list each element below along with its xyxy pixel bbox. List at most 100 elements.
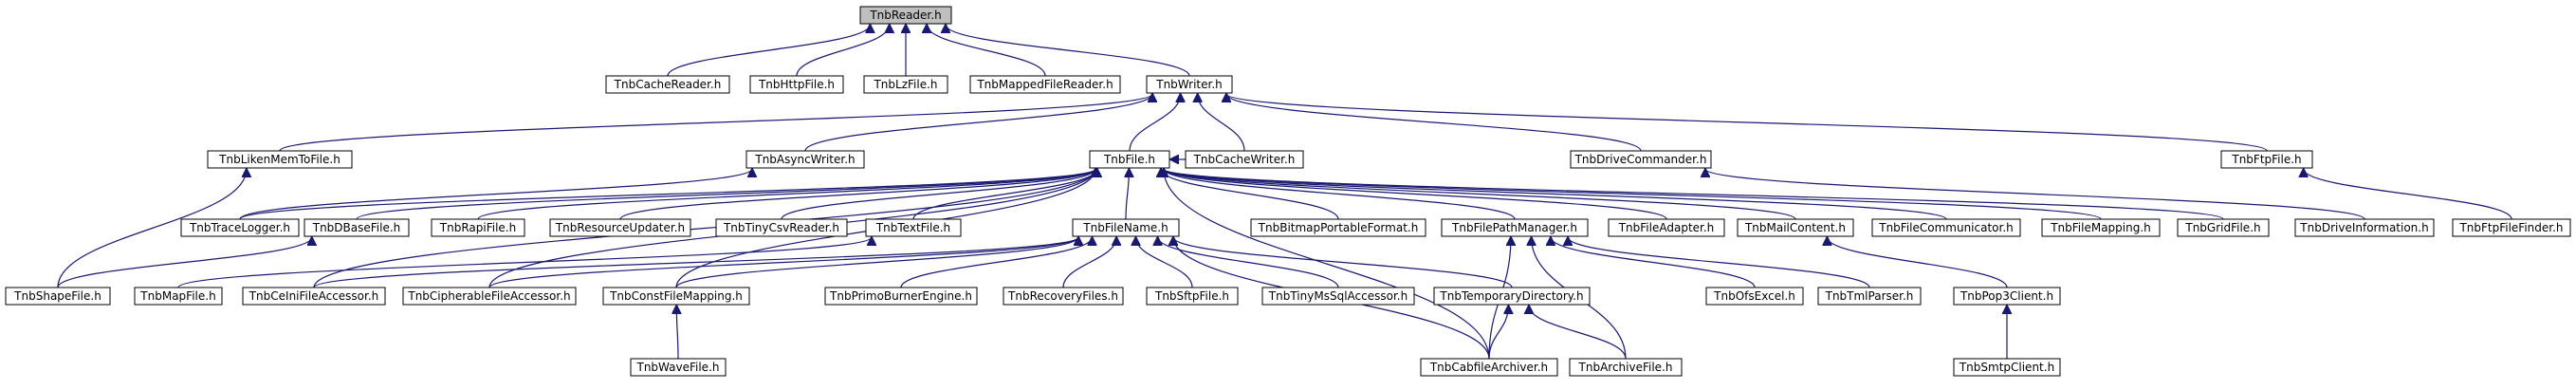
node-label: TnbTraceLogger.h [189,221,290,234]
node-tnb-tiny-ms-sql-accessor[interactable]: TnbTinyMsSqlAccessor.h [1261,287,1415,306]
node-tnb-cipherable-file-accessor[interactable]: TnbCipherableFileAccessor.h [402,287,577,306]
node-tnb-lz-file[interactable]: TnbLzFile.h [863,75,948,94]
node-label: TnbDBaseFile.h [312,221,401,234]
node-tnb-archive-file[interactable]: TnbArchiveFile.h [1569,358,1683,377]
dependency-edge [1126,169,1129,220]
dependency-edge [946,25,1190,77]
node-tnb-file-name[interactable]: TnbFileName.h [1072,218,1180,237]
node-tnb-liken-mem-to-file[interactable]: TnbLikenMemToFile.h [207,150,353,169]
node-tnb-recovery-files[interactable]: TnbRecoveryFiles.h [1003,287,1124,306]
edge-layer [57,25,2512,360]
node-label: TnbTinyMsSqlAccessor.h [1268,289,1408,303]
node-label: TnbLzFile.h [873,78,937,91]
node-tnb-resource-updater[interactable]: TnbResourceUpdater.h [549,218,691,237]
node-label: TnbTmlParser.h [1825,289,1914,303]
node-tnb-drive-commander[interactable]: TnbDriveCommander.h [1570,150,1712,169]
node-label: TnbDriveCommander.h [1574,153,1707,166]
node-tnb-mapped-file-reader[interactable]: TnbMappedFileReader.h [969,75,1121,94]
node-label: TnbCabfileArchiver.h [1429,361,1548,374]
node-tnb-tml-parser[interactable]: TnbTmlParser.h [1817,287,1922,306]
node-label: TnbDriveInformation.h [2299,221,2428,234]
node-tnb-tiny-csv-reader[interactable]: TnbTinyCsvReader.h [715,218,848,237]
dependency-edge [675,237,1078,288]
node-tnb-file[interactable]: TnbFile.h [1089,150,1170,169]
node-tnb-cabfile-archiver[interactable]: TnbCabfileArchiver.h [1420,358,1558,377]
node-label: TnbFilePathManager.h [1451,221,1577,234]
node-tnb-cache-writer[interactable]: TnbCacheWriter.h [1185,150,1304,169]
dependency-edge [1164,169,1516,220]
node-label: TnbArchiveFile.h [1578,361,1673,374]
node-tnb-trace-logger[interactable]: TnbTraceLogger.h [180,218,300,237]
dependency-edge [1136,237,1193,288]
node-tnb-drive-information[interactable]: TnbDriveInformation.h [2294,218,2435,237]
node-label: TnbWaveFile.h [636,361,720,374]
node-label: TnbMapFile.h [139,289,215,303]
node-label: TnbWriter.h [1155,78,1223,91]
dependency-edge [239,169,1095,220]
node-tnb-pop3-client[interactable]: TnbPop3Client.h [1953,287,2061,306]
node-label: TnbGridFile.h [2184,221,2260,234]
node-tnb-file-mapping[interactable]: TnbFileMapping.h [2041,218,2161,237]
dependency-edge [667,25,870,77]
node-label: TnbCeIniFileAccessor.h [248,289,379,303]
node-tnb-ofs-excel[interactable]: TnbOfsExcel.h [1705,287,1804,306]
node-tnb-text-file[interactable]: TnbTextFile.h [865,218,962,237]
node-label: TnbTextFile.h [875,221,950,234]
node-label: TnbMappedFileReader.h [976,78,1113,91]
node-label: TnbCacheReader.h [614,78,722,91]
dependency-edge [2304,169,2512,220]
node-label: TnbRecoveryFiles.h [1007,289,1118,303]
node-tnb-rapi-file[interactable]: TnbRapiFile.h [431,218,525,237]
dependency-edge [239,169,752,220]
node-tnb-primo-burner-engine[interactable]: TnbPrimoBurnerEngine.h [824,287,978,306]
node-label: TnbTemporaryDirectory.h [1439,289,1583,303]
dependency-edge [57,169,247,288]
node-label: TnbOfsExcel.h [1713,289,1795,303]
node-tnb-http-file[interactable]: TnbHttpFile.h [749,75,844,94]
dependency-edge [356,169,1095,220]
node-tnb-smtp-client[interactable]: TnbSmtpClient.h [1953,358,2061,377]
node-tnb-mail-content[interactable]: TnbMailContent.h [1737,218,1854,237]
node-tnb-temporary-directory[interactable]: TnbTemporaryDirectory.h [1433,287,1591,306]
node-tnb-grid-file[interactable]: TnbGridFile.h [2177,218,2270,237]
node-label: TnbMailContent.h [1744,221,1846,234]
dependency-edge [1129,94,1181,152]
node-tnb-sftp-file[interactable]: TnbSftpFile.h [1146,287,1239,306]
node-tnb-file-adapter[interactable]: TnbFileAdapter.h [1608,218,1725,237]
dependency-edge [477,169,1095,220]
dependency-edge [676,306,678,360]
node-label: TnbPrimoBurnerEngine.h [829,289,972,303]
dependency-edge [1568,237,1870,288]
node-label: TnbHttpFile.h [758,78,835,91]
node-tnb-map-file[interactable]: TnbMapFile.h [134,287,223,306]
node-label: TnbSftpFile.h [1154,289,1229,303]
dependency-edge [1164,169,1796,220]
dependency-edge [1529,306,1627,360]
dependency-edge [488,237,1078,288]
dependency-edge [177,237,872,288]
node-tnb-file-communicator[interactable]: TnbFileCommunicator.h [1871,218,2021,237]
node-tnb-shape-file[interactable]: TnbShapeFile.h [5,287,111,306]
node-tnb-bitmap-portable-format[interactable]: TnbBitmapPortableFormat.h [1250,218,1426,237]
node-tnb-writer[interactable]: TnbWriter.h [1146,75,1233,94]
node-tnb-async-writer[interactable]: TnbAsyncWriter.h [745,150,865,169]
node-label: TnbResourceUpdater.h [555,221,685,234]
node-tnb-reader[interactable]: TnbReader.h [859,6,952,25]
node-label: TnbFtpFileFinder.h [2458,221,2563,234]
node-label: TnbReader.h [869,9,941,22]
node-label: TnbFileAdapter.h [1618,221,1715,234]
node-label: TnbFile.h [1103,153,1155,166]
node-tnb-dbase-file[interactable]: TnbDBaseFile.h [304,218,410,237]
node-label: TnbCacheWriter.h [1193,153,1296,166]
node-tnb-file-path-manager[interactable]: TnbFilePathManager.h [1441,218,1589,237]
node-tnb-wave-file[interactable]: TnbWaveFile.h [630,358,727,377]
dependency-edge [1164,169,1947,220]
node-tnb-ftp-file[interactable]: TnbFtpFile.h [2220,150,2313,169]
node-tnb-const-file-mapping[interactable]: TnbConstFileMapping.h [602,287,750,306]
node-label: TnbConstFileMapping.h [609,289,743,303]
node-tnb-ftp-file-finder[interactable]: TnbFtpFileFinder.h [2452,218,2571,237]
dependency-edge [619,169,1095,220]
node-tnb-cache-reader[interactable]: TnbCacheReader.h [605,75,730,94]
node-tnb-ce-ini-file-accessor[interactable]: TnbCeIniFileAccessor.h [242,287,386,306]
